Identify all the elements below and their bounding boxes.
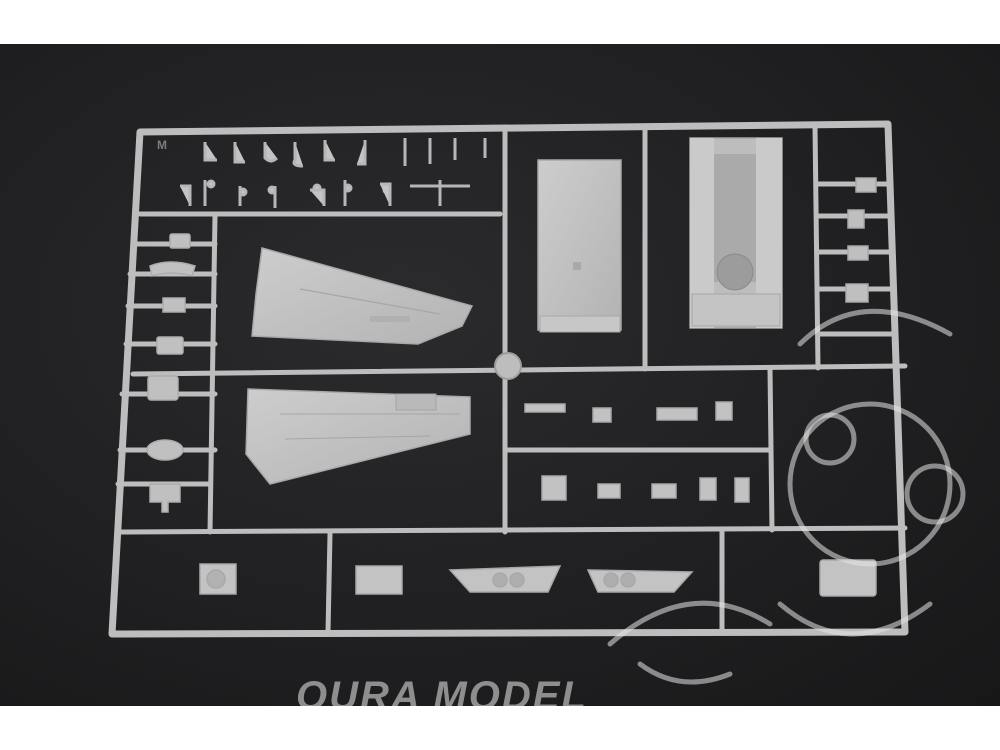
sprue-frame <box>108 120 909 638</box>
sprue-gate <box>494 352 522 380</box>
bottom-row-parts <box>199 559 877 597</box>
engine-deck-assembly <box>689 137 783 329</box>
rectangular-plate <box>537 159 622 333</box>
sprue-letter-tag: M <box>157 138 167 152</box>
right-column-parts <box>845 177 877 303</box>
sprue-photo: M OURA MODEL <box>0 44 1000 706</box>
wedge-panel-lower <box>245 388 471 485</box>
left-column-parts <box>146 233 196 513</box>
watermark-text: OURA MODEL <box>296 676 588 706</box>
cartoon-frog-watermark-icon <box>607 308 966 685</box>
sprue-drawing <box>108 120 966 685</box>
wedge-panel-upper <box>251 247 474 345</box>
middle-row-parts <box>524 401 750 503</box>
small-parts-row-1 <box>180 138 487 208</box>
